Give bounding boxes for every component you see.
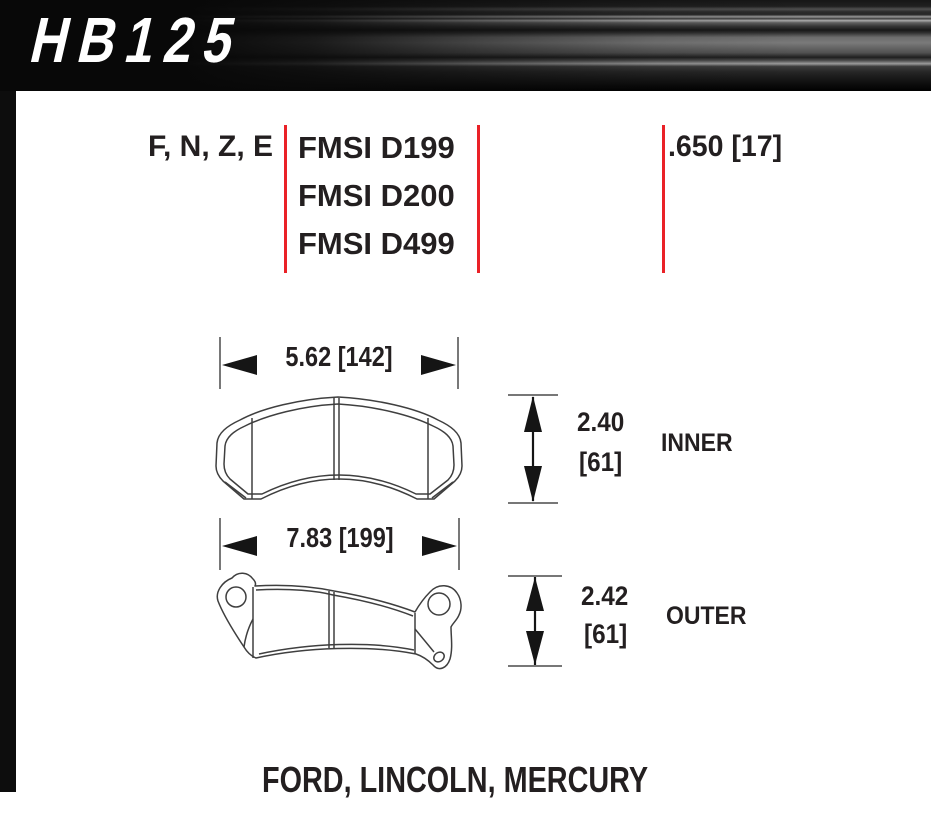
- ear-inner-curve-left: [243, 618, 254, 648]
- inner-pad-height-mm: [61]: [579, 447, 623, 477]
- compound-codes: F, N, Z, E: [147, 130, 273, 163]
- dim-arrow-right: [421, 355, 456, 375]
- mounting-hole-left: [225, 586, 247, 608]
- inner-pad-height-dimension: [508, 394, 558, 504]
- ear-inner-curve-right: [414, 628, 435, 653]
- outer-pad-height-mm: [61]: [584, 619, 628, 649]
- left-edge-bar: [0, 91, 16, 792]
- outer-pad-label: OUTER: [666, 602, 747, 630]
- dim-arrow-left: [222, 355, 257, 375]
- dim-arrow-right: [422, 536, 457, 556]
- outer-pad-drawing: [216, 572, 462, 670]
- dim-arrow-down: [524, 466, 542, 502]
- chamfer-line-left: [224, 481, 247, 499]
- divider-line-2: [477, 125, 480, 273]
- inner-pad-width-dimension: [219, 337, 459, 389]
- mounting-hole-right: [427, 592, 451, 616]
- chamfer-line-right: [431, 481, 454, 499]
- dim-arrow-up: [524, 396, 542, 432]
- part-number-title: HB125: [24, 4, 253, 76]
- fmsi-number-1: FMSI D199: [298, 130, 455, 165]
- outer-pad-height-dimension: [508, 575, 562, 667]
- inner-pad-width-value: 5.62 [142]: [285, 341, 393, 372]
- inner-pad-drawing: [215, 396, 463, 500]
- dim-arrow-down: [526, 631, 544, 665]
- friction-bottom-edge: [258, 643, 415, 655]
- fmsi-number-3: FMSI D499: [298, 226, 455, 261]
- divider-line-3: [662, 125, 665, 273]
- inner-pad-label: INNER: [661, 429, 733, 457]
- dim-arrow-up: [526, 577, 544, 611]
- outer-pad-height-in: 2.42: [581, 581, 629, 611]
- friction-top-edge: [255, 588, 414, 617]
- small-hole-bottom-right: [433, 651, 445, 663]
- backing-plate-outline: [216, 572, 462, 670]
- divider-line-1: [284, 125, 287, 273]
- dim-arrow-left: [222, 536, 257, 556]
- pad-thickness-value: .650 [17]: [668, 130, 783, 163]
- outer-pad-width-dimension: [219, 518, 460, 570]
- inner-pad-height-in: 2.40: [577, 407, 625, 437]
- outer-pad-width-value: 7.83 [199]: [286, 522, 394, 553]
- header-band: HB125: [0, 0, 931, 91]
- fmsi-number-2: FMSI D200: [298, 178, 455, 213]
- vehicle-applications: FORD, LINCOLN, MERCURY: [262, 759, 649, 800]
